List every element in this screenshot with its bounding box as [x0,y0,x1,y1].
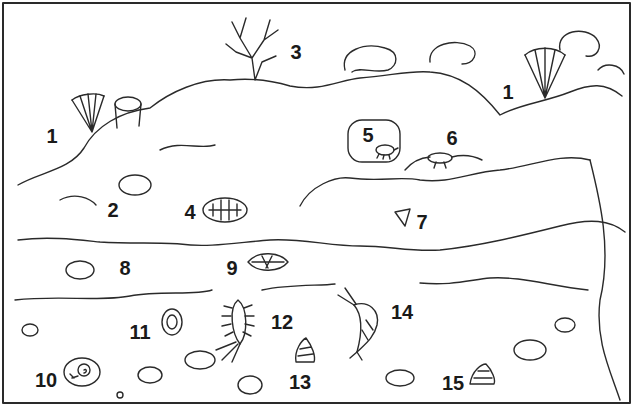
callout-number: 13 [289,371,311,393]
callout-number: 1 [502,81,513,103]
callout-number: 11 [129,321,150,343]
branching-weed [226,18,278,80]
snail [64,358,100,386]
fan-worm [72,48,565,132]
callout-number: 6 [446,127,457,149]
frame [3,3,630,403]
upper-boulder [18,72,625,251]
whelk-shell [296,338,315,362]
callout-number: 9 [226,257,237,279]
callout-number: 10 [35,369,57,391]
callout-number: 2 [107,199,118,221]
tubes [115,31,624,128]
callout-number: 7 [416,211,427,233]
bristle-worm [216,300,254,362]
callout-number: 1 [46,125,57,147]
callout-number: 12 [271,311,293,333]
callout-number: 3 [290,41,301,63]
callout-number: 14 [391,301,413,323]
chiton [203,198,247,222]
callout-number: 5 [362,124,373,146]
amphipod [405,153,482,170]
limpet [162,309,182,335]
sea-floor [15,278,588,398]
callout-number: 8 [119,257,130,279]
top-shell [470,364,495,384]
shrimp [338,288,377,360]
callout-number: 15 [442,372,464,394]
middle-rock [300,158,620,400]
callout-number: 4 [184,201,195,223]
shell-with-isopod [348,120,400,162]
flatworm [248,254,288,271]
pebble [66,175,151,279]
